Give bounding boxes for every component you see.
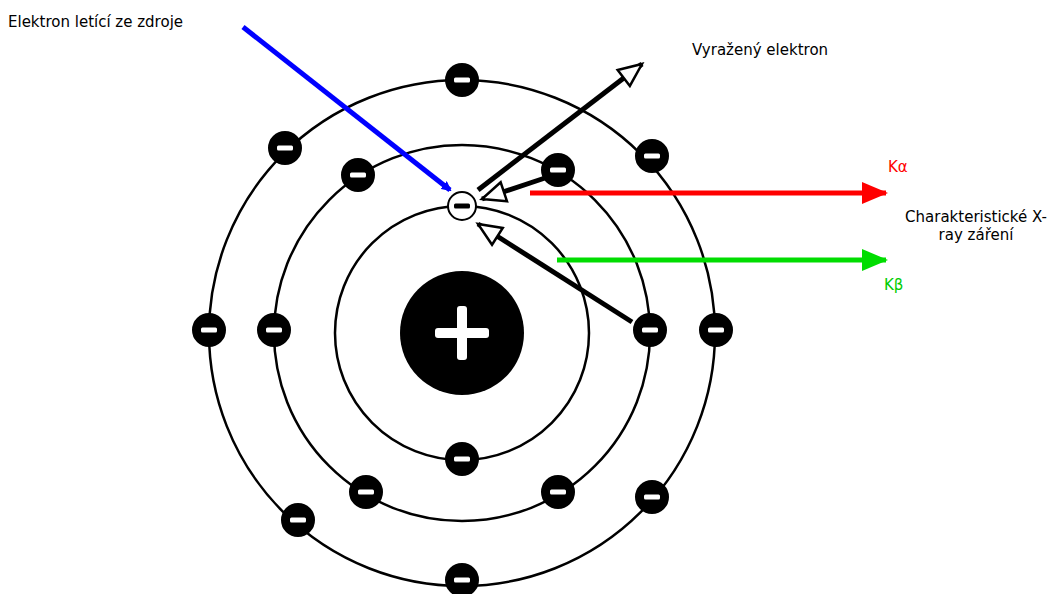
electron	[269, 132, 301, 164]
electron	[634, 314, 666, 346]
electron	[636, 140, 668, 172]
k-alpha-label: Kα	[888, 158, 908, 176]
electron	[700, 314, 732, 346]
electron	[282, 504, 314, 536]
incoming-electron-label: Elektron letící ze zdroje	[8, 13, 183, 31]
electron	[342, 159, 374, 191]
electron	[350, 476, 382, 508]
orbit-shells	[209, 80, 715, 586]
electron	[446, 564, 478, 594]
electron	[446, 64, 478, 96]
electron	[542, 476, 574, 508]
radiation-label: Charakteristické X-ray záření	[899, 208, 1053, 244]
k-alpha-ray	[530, 191, 886, 196]
k-beta-ray	[557, 258, 886, 263]
k-beta-label: Kβ	[884, 276, 903, 294]
vacancy-electron	[448, 192, 476, 220]
electron	[258, 314, 290, 346]
electron	[193, 314, 225, 346]
incoming-electron-arrow	[243, 27, 450, 190]
electron	[446, 443, 478, 475]
electrons	[193, 64, 732, 594]
transition-arrow	[478, 224, 632, 322]
ejected-electron-label: Vyražený elektron	[692, 41, 828, 59]
electron	[636, 481, 668, 513]
ejected-electron-arrow	[478, 64, 642, 190]
electron	[542, 154, 574, 186]
transition-arrow	[482, 178, 545, 199]
nucleus	[400, 271, 524, 395]
